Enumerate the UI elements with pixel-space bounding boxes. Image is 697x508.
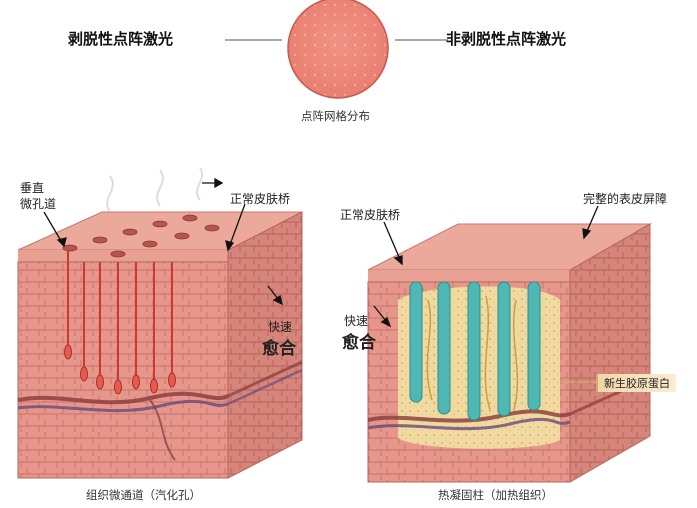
right-normal-bridge-label: 正常皮肤桥 bbox=[340, 208, 401, 222]
right-laser-beams bbox=[410, 56, 579, 288]
left-channel-ends bbox=[64, 344, 176, 395]
collagen-fibers bbox=[426, 295, 519, 411]
right-arrows bbox=[373, 205, 599, 383]
left-laser-beams bbox=[66, 62, 174, 262]
left-skin-block bbox=[17, 211, 303, 479]
new-collagen-label: 新生胶原蛋白 bbox=[596, 374, 676, 392]
left-arrows bbox=[43, 177, 283, 306]
dot-grid-caption: 点阵网格分布 bbox=[301, 109, 370, 123]
left-normal-bridge-label: 正常皮肤桥 bbox=[230, 192, 291, 206]
right-title: 非剥脱性点阵激光 bbox=[446, 30, 567, 48]
left-heal-label: 愈合 bbox=[262, 339, 296, 359]
left-bottom-caption: 组织微通道（汽化孔） bbox=[86, 488, 201, 502]
left-steam bbox=[106, 167, 203, 213]
left-fast-label: 快速 bbox=[268, 320, 293, 334]
right-fast-label: 快速 bbox=[344, 314, 369, 328]
dot-grid-circle bbox=[287, 0, 389, 99]
right-bottom-caption: 热凝固柱（加热组织） bbox=[438, 488, 553, 502]
vertical-channel-label: 垂直 微孔道 bbox=[20, 181, 57, 211]
left-title: 剥脱性点阵激光 bbox=[68, 30, 174, 48]
right-heal-label: 愈合 bbox=[342, 333, 376, 353]
left-micro-channels bbox=[67, 250, 173, 385]
intact-barrier-label: 完整的表皮屏障 bbox=[583, 192, 668, 206]
